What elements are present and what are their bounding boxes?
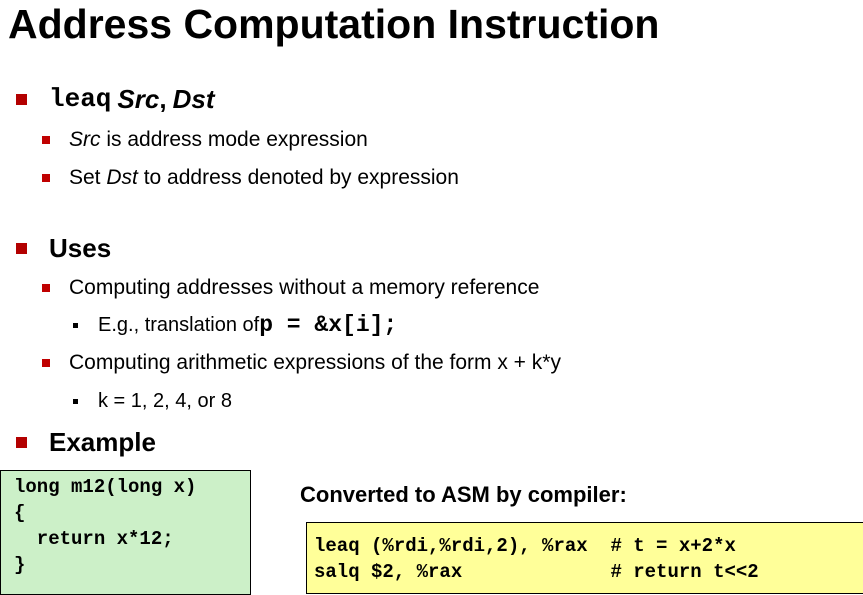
leaq-comma: ,	[159, 83, 167, 114]
eg-code: p = &x[i];	[259, 312, 398, 338]
leaq-mnemonic: leaq	[49, 84, 112, 114]
bullet-example: Example	[16, 427, 156, 457]
bullet-square-icon	[42, 284, 50, 292]
slide-title: Address Computation Instruction	[8, 1, 660, 47]
src-rest: is address mode expression	[100, 128, 368, 151]
bullet-square-icon	[42, 136, 50, 144]
src-italic: Src	[69, 128, 101, 151]
dst-italic: Dst	[106, 166, 138, 189]
bullet-square-icon	[42, 174, 50, 182]
bullet-computing-arith: Computing arithmetic expressions of the …	[42, 350, 561, 376]
dst-rest: to address denoted by expression	[137, 166, 459, 189]
k-values-text: k = 1, 2, 4, or 8	[98, 389, 232, 412]
bullet-square-icon	[16, 436, 27, 448]
bullet-k-values: k = 1, 2, 4, or 8	[73, 388, 232, 414]
bullet-dst-line: Set Dst to address denoted by expression	[42, 165, 459, 191]
computing-arith-text: Computing arithmetic expressions of the …	[69, 351, 561, 374]
bullet-dot-icon	[73, 322, 78, 328]
bullet-square-icon	[16, 93, 27, 105]
c-code-box: long m12(long x) { return x*12; }	[0, 470, 251, 595]
example-heading: Example	[49, 426, 156, 457]
uses-heading: Uses	[49, 232, 112, 263]
leaq-dst: Dst	[172, 83, 215, 114]
bullet-src-line: Src is address mode expression	[42, 127, 368, 153]
bullet-leaq: leaq Src , Dst	[16, 84, 214, 114]
computing-addresses-text: Computing addresses without a memory ref…	[69, 276, 540, 299]
bullet-square-icon	[42, 359, 50, 367]
bullet-eg-translation: E.g., translation of p = &x[i];	[73, 312, 397, 338]
dst-prefix: Set	[69, 166, 107, 189]
asm-heading: Converted to ASM by compiler:	[300, 482, 627, 507]
leaq-src: Src	[117, 83, 160, 114]
bullet-uses: Uses	[16, 233, 111, 263]
asm-code-box: leaq (%rdi,%rdi,2), %rax # t = x+2*x sal…	[306, 522, 863, 594]
bullet-dot-icon	[73, 398, 78, 404]
eg-prefix: E.g., translation of	[98, 313, 260, 336]
bullet-square-icon	[16, 242, 27, 254]
bullet-computing-addresses: Computing addresses without a memory ref…	[42, 275, 539, 301]
